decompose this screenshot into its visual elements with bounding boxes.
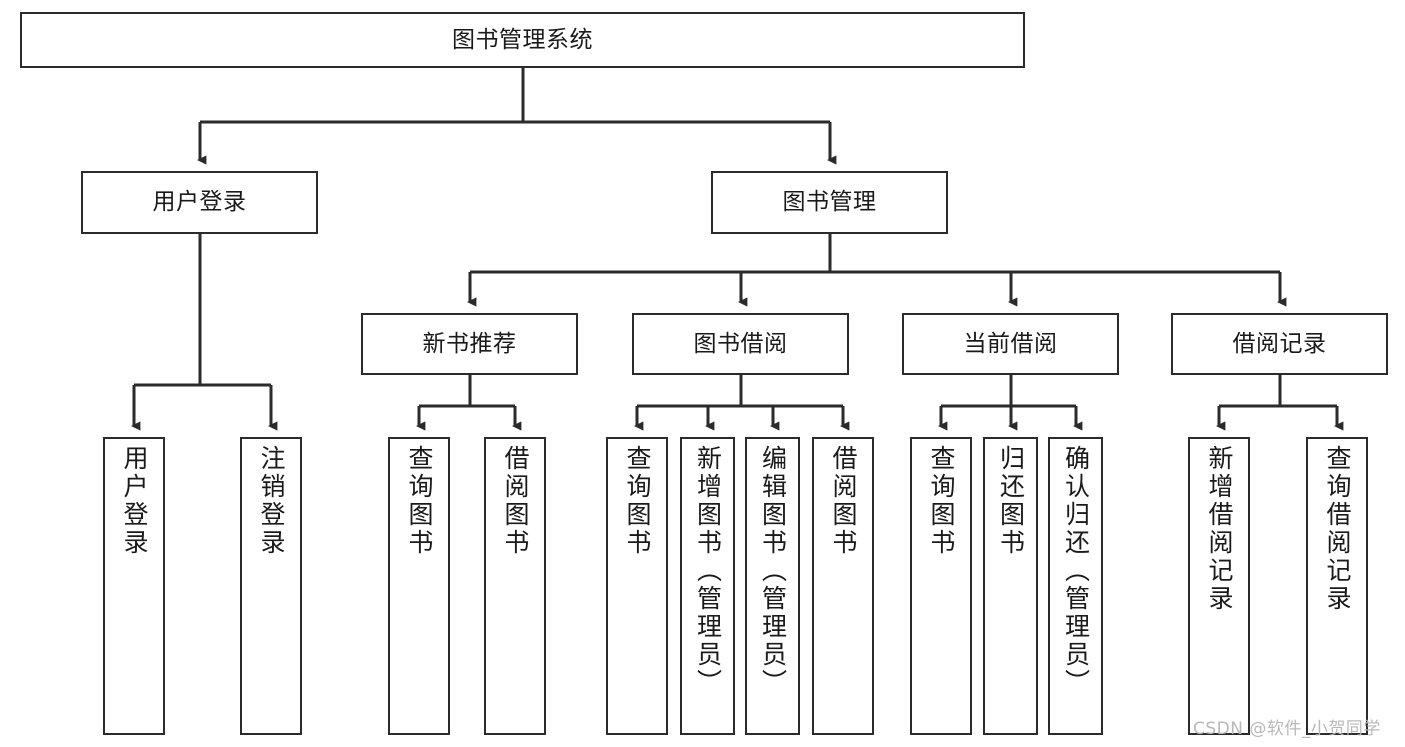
node-l3[interactable]: 查询图书 <box>388 437 450 735</box>
node-l8[interactable]: 借阅图书 <box>812 437 874 735</box>
node-label: 注销登录 <box>257 445 286 557</box>
node-label: 新增图书（管理员） <box>693 445 723 697</box>
node-label: 用户登录 <box>120 445 149 557</box>
node-l6[interactable]: 新增图书（管理员） <box>680 437 735 735</box>
node-l11[interactable]: 确认归还（管理员） <box>1048 437 1103 735</box>
node-label: 借阅图书 <box>501 445 530 557</box>
node-label: 借阅图书 <box>829 445 858 557</box>
node-label: 图书借阅 <box>693 330 788 357</box>
node-label: 编辑图书（管理员） <box>758 445 788 697</box>
node-l4[interactable]: 借阅图书 <box>484 437 546 735</box>
node-l13[interactable]: 查询借阅记录 <box>1306 437 1368 735</box>
node-root[interactable]: 图书管理系统 <box>20 12 1025 68</box>
node-l2[interactable]: 注销登录 <box>240 437 302 735</box>
node-records[interactable]: 借阅记录 <box>1171 313 1388 375</box>
node-l12[interactable]: 新增借阅记录 <box>1188 437 1250 735</box>
node-label: 归还图书 <box>996 445 1026 557</box>
node-label: 确认归还（管理员） <box>1061 445 1091 697</box>
node-label: 当前借阅 <box>963 330 1058 357</box>
node-login[interactable]: 用户登录 <box>81 171 318 234</box>
node-l7[interactable]: 编辑图书（管理员） <box>745 437 800 735</box>
node-label: 图书管理 <box>782 189 877 216</box>
node-l10[interactable]: 归还图书 <box>983 437 1038 735</box>
node-label: 查询图书 <box>623 445 652 557</box>
node-current[interactable]: 当前借阅 <box>902 313 1119 375</box>
node-label: 查询图书 <box>405 445 434 557</box>
node-label: 用户登录 <box>152 189 247 216</box>
node-borrow[interactable]: 图书借阅 <box>632 313 849 375</box>
node-l9[interactable]: 查询图书 <box>910 437 972 735</box>
node-l5[interactable]: 查询图书 <box>606 437 668 735</box>
node-label: 借阅记录 <box>1232 330 1327 357</box>
node-bookmgmt[interactable]: 图书管理 <box>711 171 948 234</box>
node-l1[interactable]: 用户登录 <box>103 437 165 735</box>
node-label: 新增借阅记录 <box>1205 445 1234 613</box>
node-label: 查询图书 <box>927 445 956 557</box>
node-label: 图书管理系统 <box>452 26 593 53</box>
node-label: 查询借阅记录 <box>1323 445 1352 613</box>
csdn-watermark: CSDN @软件_小贺同学 <box>1193 719 1381 739</box>
node-label: 新书推荐 <box>422 330 517 357</box>
node-newbook[interactable]: 新书推荐 <box>361 313 578 375</box>
